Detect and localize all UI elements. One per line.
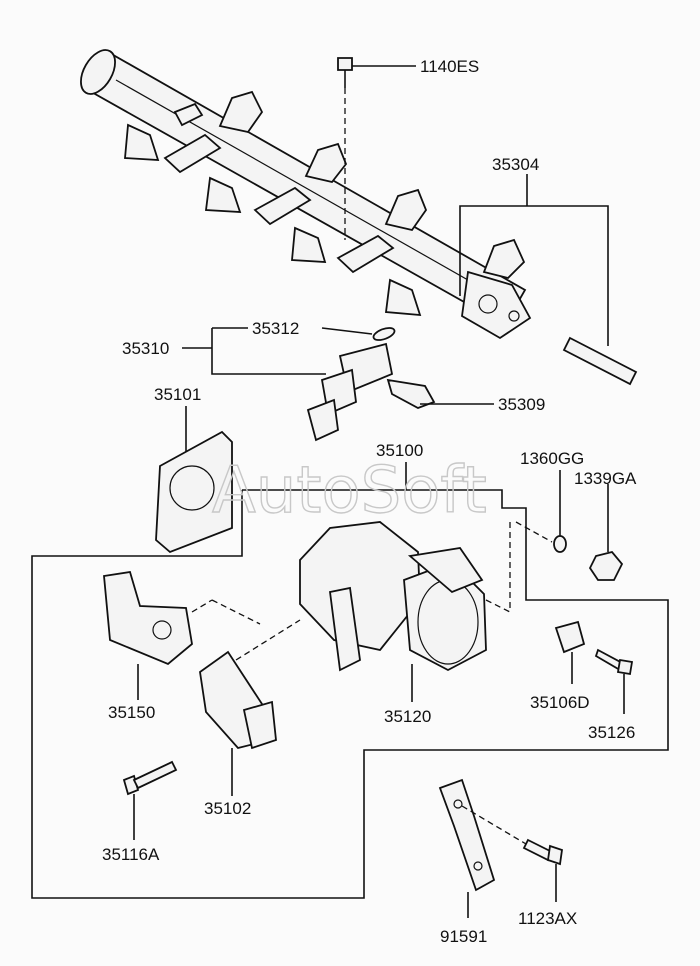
washer-1360gg xyxy=(515,470,567,553)
label-35101: 35101 xyxy=(154,385,201,404)
label-1339ga: 1339GA xyxy=(574,469,637,488)
label-35116a: 35116A xyxy=(102,845,160,864)
bracket-91591 xyxy=(438,778,496,918)
label-1360gg: 1360GG xyxy=(520,449,584,468)
bolt-35116a xyxy=(122,760,178,840)
label-35106d: 35106D xyxy=(530,693,590,712)
label-35310: 35310 xyxy=(122,339,169,358)
label-1123ax: 1123AX xyxy=(518,909,577,928)
assembly-outline-35100 xyxy=(31,489,669,899)
watermark-text: AutoSoft xyxy=(212,454,487,528)
leader-35310 xyxy=(182,327,373,375)
bolt-1140es xyxy=(337,57,416,240)
label-35312: 35312 xyxy=(252,319,299,338)
bushing-35106d xyxy=(554,620,586,684)
sensor-35102 xyxy=(199,619,301,796)
label-91591: 91591 xyxy=(440,927,487,946)
nut-1339ga xyxy=(588,484,624,581)
label-35304: 35304 xyxy=(492,155,539,174)
sensor-35150 xyxy=(103,570,261,700)
bolt-35126 xyxy=(594,648,634,714)
stud-bolt xyxy=(562,336,638,386)
label-1140es: 1140ES xyxy=(420,57,479,76)
label-35126: 35126 xyxy=(588,723,635,742)
label-35100: 35100 xyxy=(376,441,423,460)
label-35309: 35309 xyxy=(498,395,545,414)
injector-clip xyxy=(386,378,494,409)
label-35102: 35102 xyxy=(204,799,251,818)
fuel-injector xyxy=(306,327,396,442)
throttle-body xyxy=(299,521,511,702)
leader-35304 xyxy=(459,174,609,346)
label-35120: 35120 xyxy=(384,707,431,726)
throttle-gasket xyxy=(155,406,233,554)
label-35150: 35150 xyxy=(108,703,155,722)
bolt-1123ax xyxy=(461,805,563,902)
fuel-rail xyxy=(80,49,532,340)
